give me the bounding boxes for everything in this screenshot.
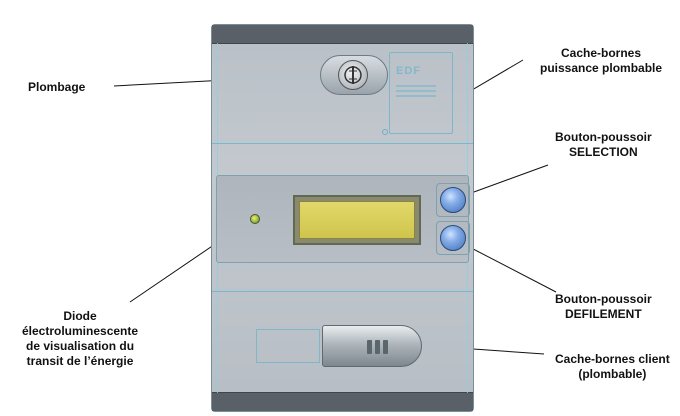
screw-icon <box>382 129 388 135</box>
meter-top-bar <box>212 25 473 44</box>
label-cache-bornes-puissance: Cache-bornes puissance plombable <box>540 46 663 75</box>
label-bouton-defilement: Bouton-poussoir DEFILEMENT <box>555 292 652 321</box>
label-cache-bornes-client: Cache-bornes client (plombable) <box>555 352 670 381</box>
electricity-meter: EDF <box>211 24 474 412</box>
defilement-button[interactable] <box>440 225 466 251</box>
selection-button[interactable] <box>440 187 466 213</box>
label-plombage: Plombage <box>28 80 86 94</box>
meter-bottom-bar <box>212 392 473 411</box>
cache-bornes-puissance: EDF <box>389 52 453 134</box>
energy-led <box>250 214 260 224</box>
display-panel <box>216 175 470 263</box>
client-terminal-area <box>256 329 320 363</box>
seal-icon <box>338 60 368 90</box>
label-diode: Diode électroluminescente de visualisati… <box>22 309 139 368</box>
label-bouton-selection: Bouton-poussoir SELECTION <box>555 130 652 159</box>
cache-bornes-client <box>322 325 422 367</box>
edf-logo: EDF <box>396 65 421 77</box>
seal-plombage <box>320 55 388 95</box>
lcd-display <box>293 195 421 245</box>
